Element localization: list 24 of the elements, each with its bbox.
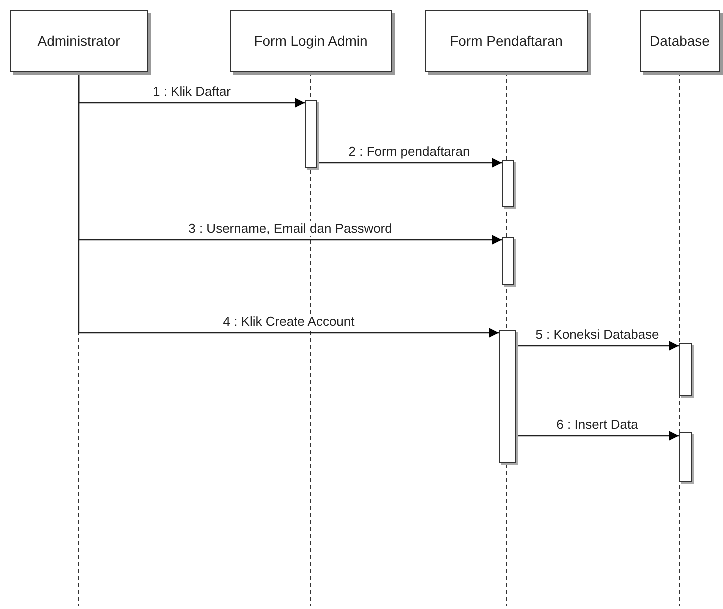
edge-label: 6 : Insert Data bbox=[556, 417, 640, 432]
edge-label: 3 : Username, Email dan Password bbox=[188, 221, 394, 236]
message-arrow bbox=[516, 341, 679, 351]
participant-name: Form Pendaftaran bbox=[450, 33, 563, 49]
edge-label: 1 : Klik Daftar bbox=[152, 84, 232, 99]
participant-name: Form Login Admin bbox=[254, 33, 368, 49]
participant-box bbox=[10, 10, 148, 72]
activation-bar bbox=[679, 432, 692, 482]
participant-box bbox=[640, 10, 720, 72]
activation-bar bbox=[679, 343, 692, 396]
edge-label: 2 : Form pendaftaran bbox=[348, 144, 472, 159]
activation-bar bbox=[499, 330, 516, 463]
message-arrow bbox=[317, 158, 502, 168]
activation-bar bbox=[502, 160, 514, 207]
message-arrow bbox=[78, 72, 499, 338]
activation-bar bbox=[502, 237, 514, 285]
participant-name: Administrator bbox=[38, 33, 120, 49]
participant-name: Database bbox=[650, 33, 710, 49]
activation-bar bbox=[305, 100, 317, 168]
edge-label: 4 : Klik Create Account bbox=[222, 314, 356, 329]
message-arrow bbox=[516, 431, 679, 441]
participant-box bbox=[425, 10, 588, 72]
edge-label: 5 : Koneksi Database bbox=[534, 327, 660, 342]
participant-box bbox=[230, 10, 392, 72]
